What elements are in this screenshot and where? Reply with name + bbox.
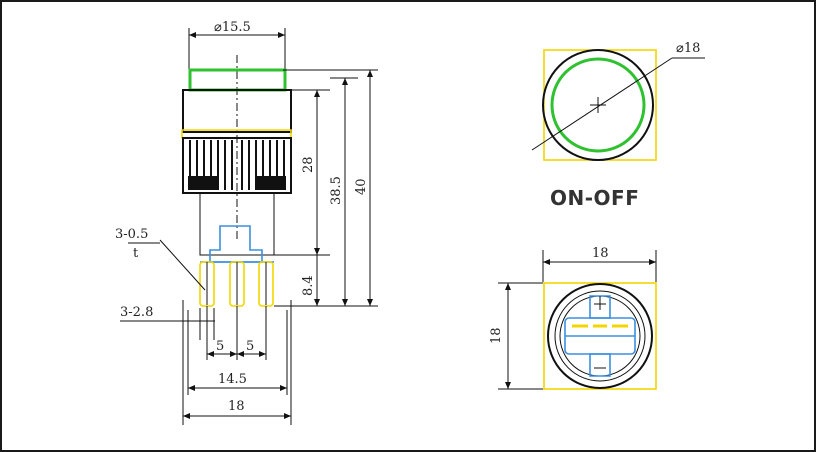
terminal-thickness-label: 3-0.5 <box>115 227 148 242</box>
dim-height-8-4: 8.4 <box>301 275 316 296</box>
function-label: ON-OFF <box>550 186 639 210</box>
top-diameter-label: ⌀18 <box>676 41 700 56</box>
dim-height-38-5: 38.5 <box>329 176 344 205</box>
terminal-thickness-sub: t <box>133 246 139 261</box>
dim-height-40: 40 <box>354 178 369 195</box>
dim-pitch-right: 5 <box>246 339 254 354</box>
dim-top-diameter: ⌀15.5 <box>214 20 251 35</box>
bottom-width-label: 18 <box>592 246 609 261</box>
bottom-height-label: 18 <box>489 327 504 344</box>
dim-width-18: 18 <box>228 399 245 414</box>
dim-height-28: 28 <box>301 156 316 173</box>
dim-pitch-left: 5 <box>216 339 224 354</box>
bottom-view: 18 18 <box>489 246 657 390</box>
dim-width-14-5: 14.5 <box>218 372 247 387</box>
actuator <box>209 225 263 263</box>
pin-width-label: 3-2.8 <box>120 305 153 320</box>
side-view: ⌀15.5 <box>115 20 378 425</box>
top-view: ⌀18 <box>531 41 705 161</box>
body-cap <box>182 89 292 133</box>
